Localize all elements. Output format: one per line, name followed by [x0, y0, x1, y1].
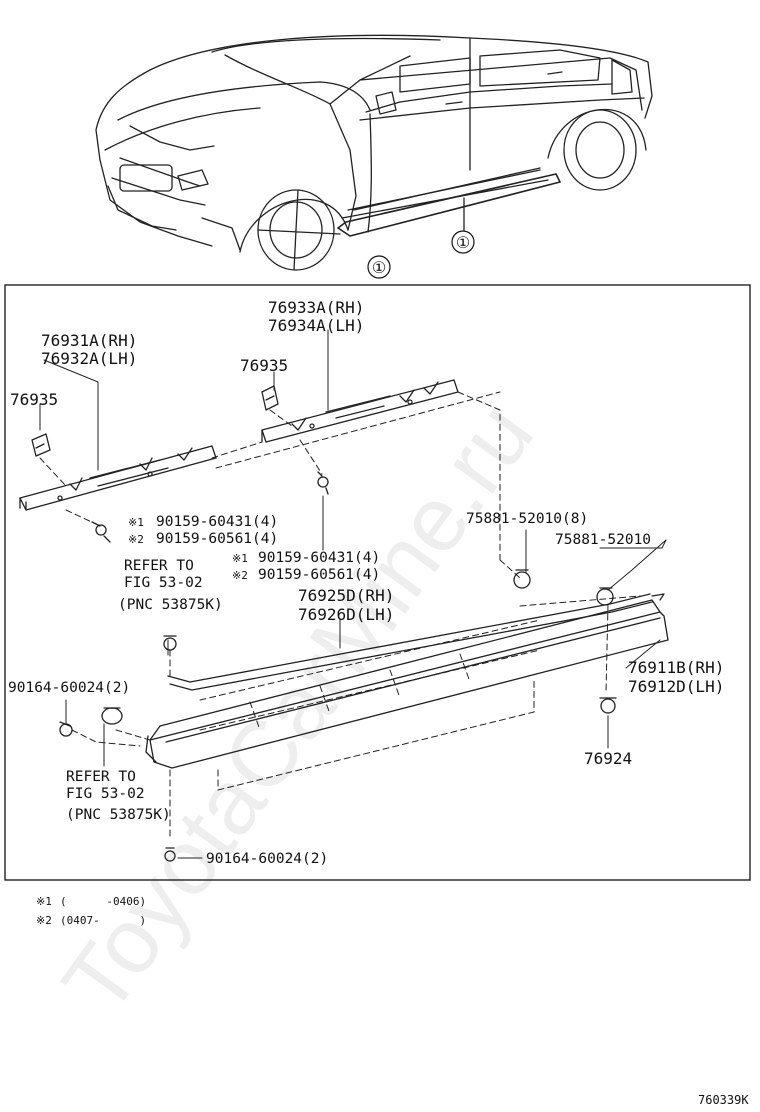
label-mark1-right: ※1 [232, 552, 248, 565]
label-75881-52010-8: 75881-52010(8) [466, 511, 588, 527]
label-refer-top-1: REFER TO [124, 558, 194, 574]
footnote-mark-2: ※2 [36, 914, 52, 927]
label-refer-top-2: FIG 53-02 [124, 575, 203, 591]
rail-76925-part [167, 593, 653, 691]
clip-75881-a [513, 569, 531, 589]
bolt-right [317, 471, 329, 495]
label-refer-top-3: (PNC 53875K) [118, 597, 223, 613]
label-76925d: 76925D(RH) [298, 586, 394, 605]
screw-bottom [164, 847, 176, 862]
label-76924: 76924 [584, 749, 632, 768]
label-76911b: 76911B(RH) [628, 658, 724, 677]
label-76932a: 76932A(LH) [41, 349, 137, 368]
label-refer-bottom-3: (PNC 53875K) [66, 807, 171, 823]
footnote-mark-1: ※1 [36, 895, 52, 908]
label-75881-52010: 75881-52010 [555, 532, 651, 548]
callout-marker-top: ① [451, 230, 475, 254]
label-screw-top: 90164-60024(2) [8, 680, 130, 696]
label-mark2-left: ※2 [128, 533, 144, 546]
clip-75881-b [596, 587, 614, 606]
label-bolt-right-1: 90159-60431(4) [258, 550, 380, 566]
label-76912d: 76912D(LH) [628, 677, 724, 696]
label-76935-right: 76935 [240, 356, 288, 375]
part-labels: 76933A(RH) 76934A(LH) 76931A(RH) 76932A(… [8, 298, 724, 867]
callout-marker-frame: ① [367, 255, 391, 279]
label-bolt-left-2: 90159-60561(4) [156, 531, 278, 547]
figure-code: 760339K [698, 1093, 749, 1107]
label-bolt-left-1: 90159-60431(4) [156, 514, 278, 530]
footnote-text-1: ( -0406) [60, 895, 146, 908]
label-refer-bottom-1: REFER TO [66, 769, 136, 785]
rocker-panel-76911-part [145, 593, 669, 769]
label-76935-left: 76935 [10, 390, 58, 409]
vehicle-illustration [95, 34, 653, 271]
svg-text:①: ① [372, 258, 386, 277]
label-76931a: 76931A(RH) [41, 331, 137, 350]
footnotes: ※1 ( -0406) ※2 (0407- ) [36, 895, 146, 927]
bracket-76931-part [19, 433, 217, 511]
label-mark2-right: ※2 [232, 569, 248, 582]
footnote-text-2: (0407- ) [60, 914, 146, 927]
svg-text:①: ① [456, 233, 470, 252]
clip-refer-bottom [101, 707, 123, 725]
label-mark1-left: ※1 [128, 516, 144, 529]
clip-refer-top [163, 635, 177, 651]
exploded-view-frame [4, 284, 751, 881]
label-bolt-right-2: 90159-60561(4) [258, 567, 380, 583]
label-76934a: 76934A(LH) [268, 316, 364, 335]
label-76926d: 76926D(LH) [298, 605, 394, 624]
exploded-parts [19, 329, 669, 862]
label-refer-bottom-2: FIG 53-02 [66, 786, 145, 802]
clip-76924 [599, 697, 617, 714]
bolt-left [91, 521, 111, 543]
label-screw-bottom: 90164-60024(2) [206, 851, 328, 867]
label-76933a: 76933A(RH) [268, 298, 364, 317]
